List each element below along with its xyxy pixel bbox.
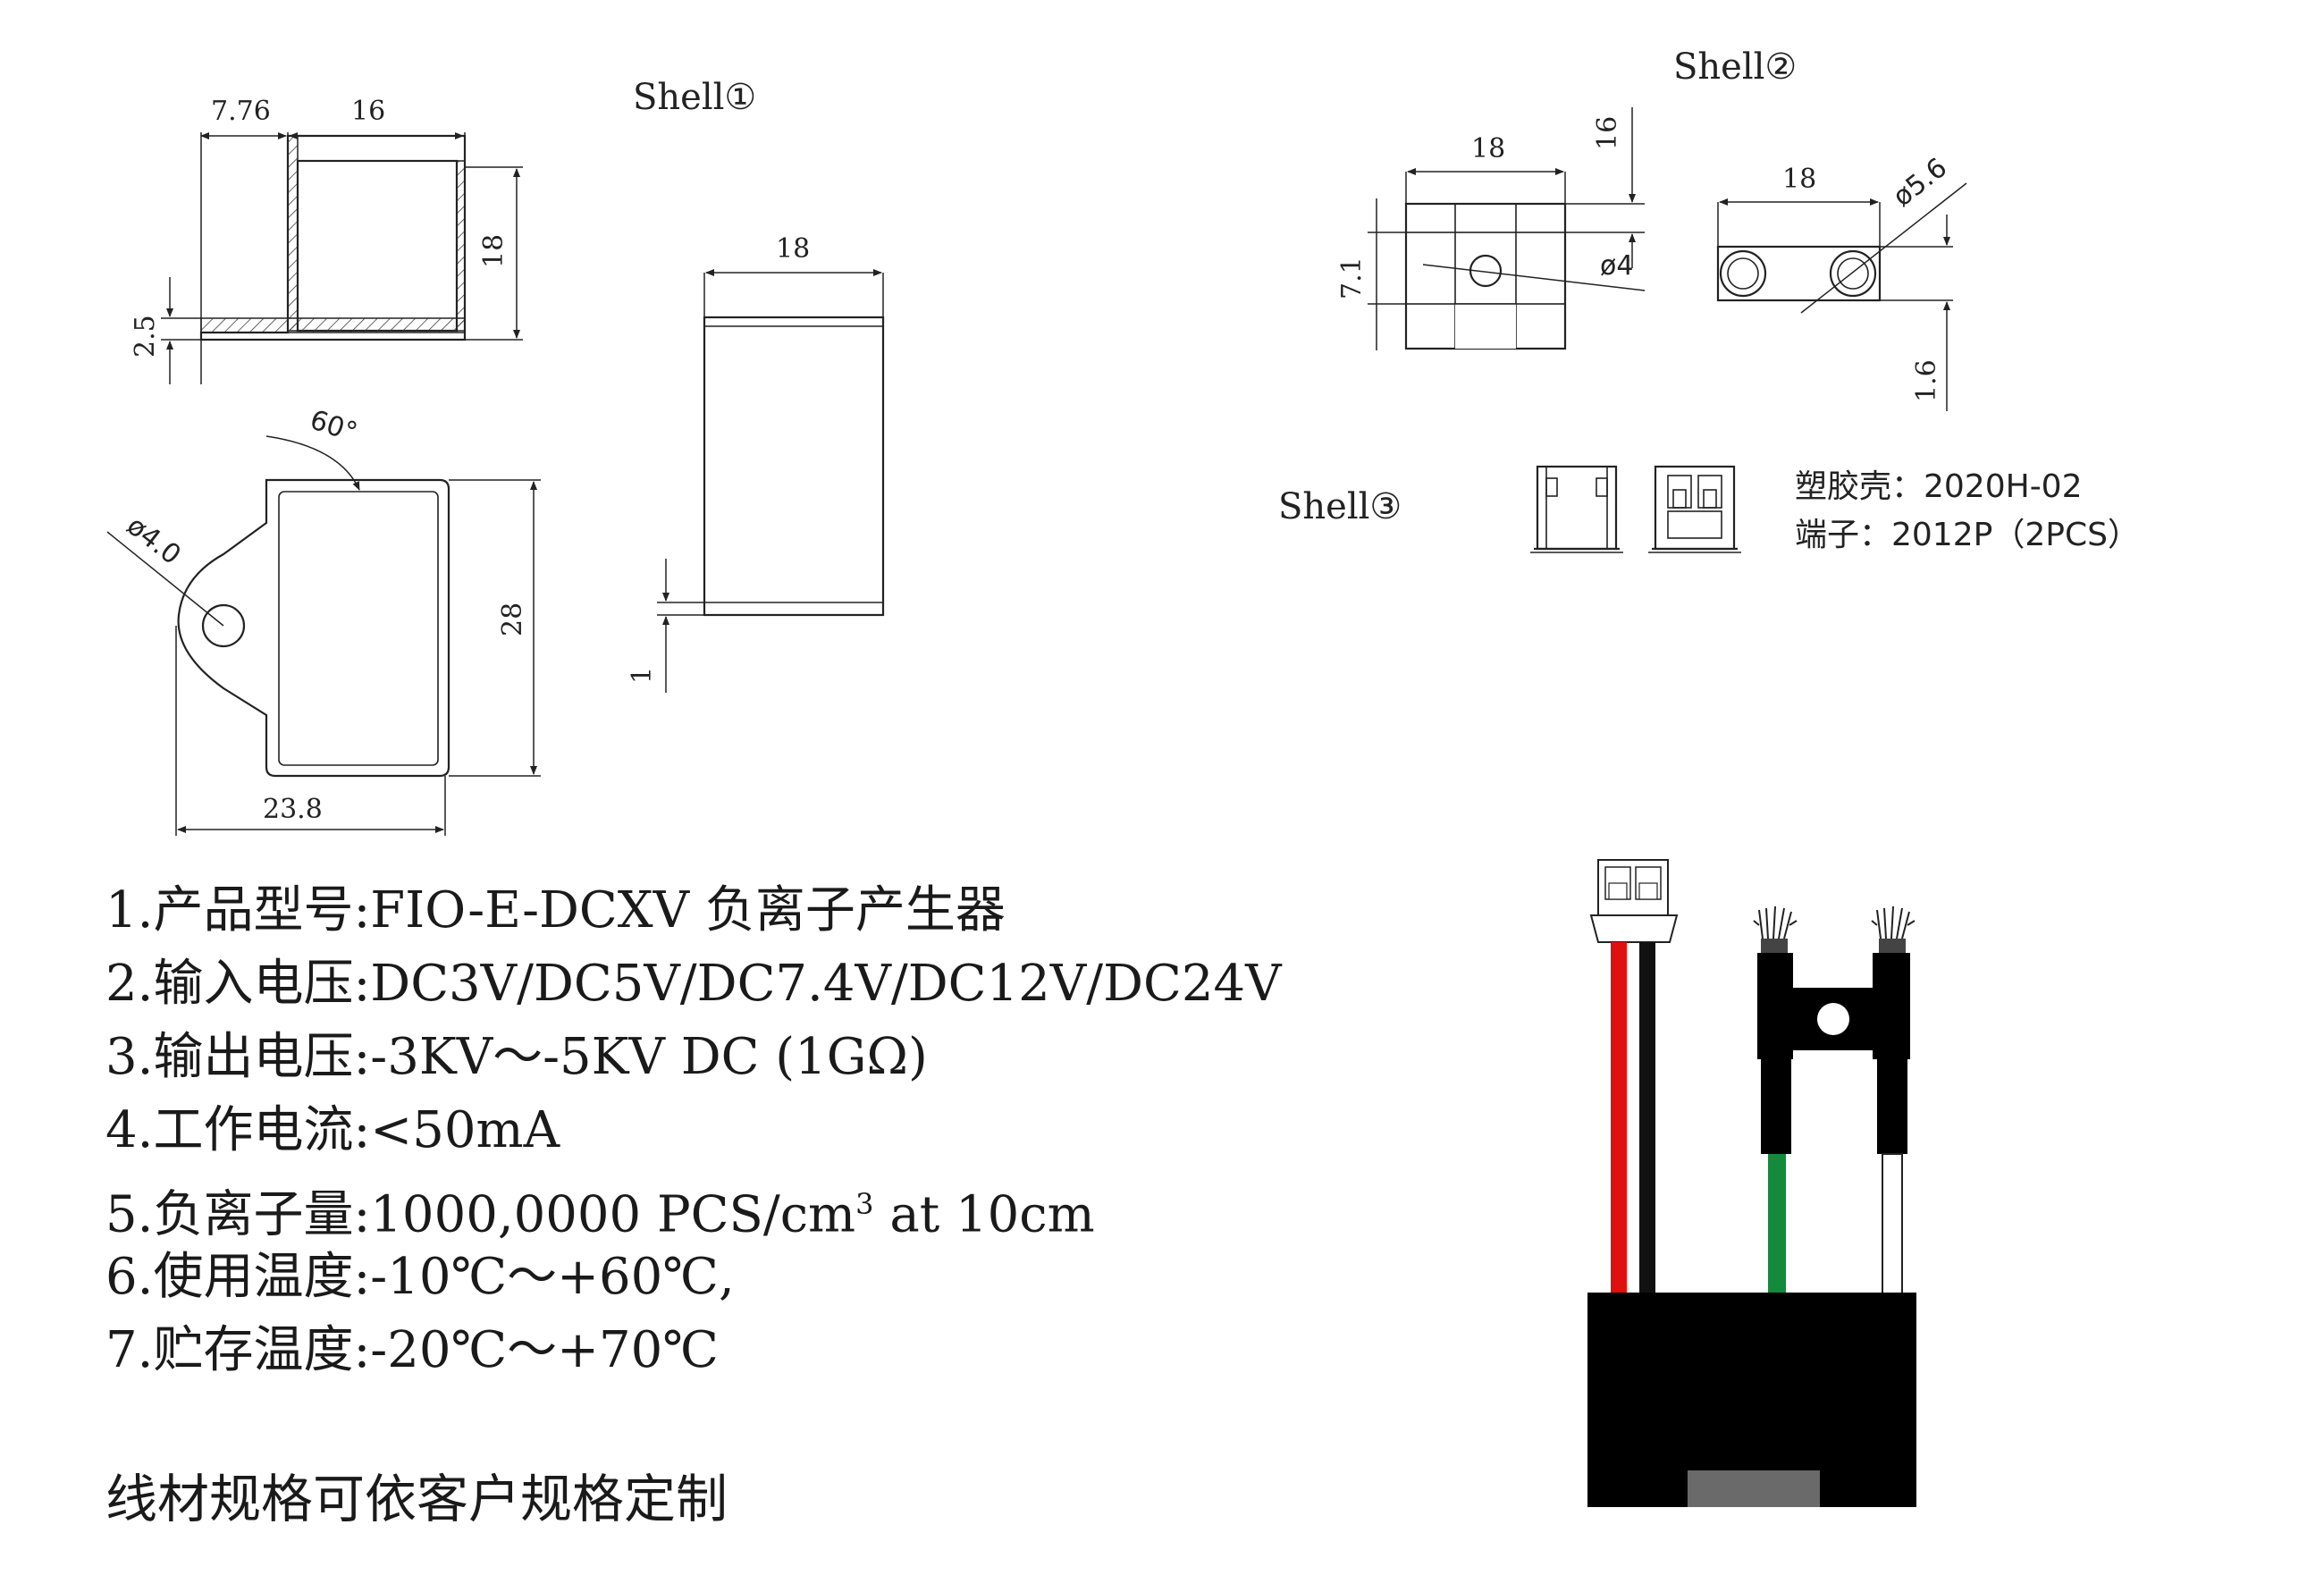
product-illustration — [1587, 859, 1916, 1507]
spec-item: 7.贮存温度:-20℃～+70℃ — [105, 1321, 719, 1379]
shell1-section-view: Shell① 7.76 16 18 2.5 — [130, 77, 756, 384]
shell2-front-hole — [1469, 254, 1503, 288]
shell2-side-hole — [1829, 249, 1877, 298]
shell1-side-view: 18 1 — [627, 233, 885, 693]
spec-item: 4.工作电流:<50mA — [105, 1101, 560, 1159]
red-wire — [1611, 942, 1627, 1296]
brush-left — [1753, 906, 1798, 953]
spec-list: 1.产品型号:FIO-E-DCXV 负离子产生器 2.输入电压:DC3V/DC5… — [105, 874, 1446, 1387]
shell1-label: Shell① — [633, 77, 756, 118]
shell1-dim-hole: ø4.0 — [121, 510, 187, 571]
shell2-dim-width-a: 18 — [1471, 133, 1505, 164]
spec-item: 6.使用温度:-10℃～+60℃, — [105, 1248, 735, 1306]
shell1-dim-side-width: 18 — [776, 233, 810, 265]
shell1-dim-width-left: 7.76 — [211, 96, 271, 127]
shell3-views: Shell③ 塑胶壳：2020H-02 端子：2012P（2PCS） — [1278, 465, 2140, 553]
black-wire — [1639, 942, 1655, 1296]
shell1-dim-length: 28 — [497, 602, 528, 636]
shell1-cavity — [296, 159, 459, 333]
shell3-terminal-spec: 端子：2012P（2PCS） — [1795, 517, 2140, 553]
spec-item: 2.输入电压:DC3V/DC5V/DC7.4V/DC12V/DC24V — [105, 955, 1282, 1013]
spec-item: 1.产品型号:FIO-E-DCXV 负离子产生器 — [105, 881, 1006, 939]
shell2-dim-hole-b: ø5.6 — [1887, 152, 1953, 213]
brush-right — [1871, 906, 1916, 953]
shell2-dim-side: 7.1 — [1336, 257, 1368, 299]
spec-item: 3.输出电压:-3KV～-5KV DC (1GΩ) — [105, 1028, 928, 1086]
shell2-label: Shell② — [1673, 46, 1797, 88]
shell1-dim-angle: 60° — [307, 404, 361, 449]
shell1-dim-width-mid: 16 — [351, 96, 385, 127]
shell2-dim-offset: 1.6 — [1911, 359, 1942, 402]
shell1-mount-hole — [201, 603, 246, 648]
shell1-dim-total-width: 23.8 — [263, 794, 323, 825]
electrode-holder-hole — [1817, 1003, 1849, 1035]
shell1-inner-outline — [278, 491, 439, 766]
customization-note: 线材规格可依客户规格定制 — [105, 1469, 728, 1529]
spec-item: 5.负离子量:1000,0000 PCS/cm3 at 10cm — [105, 1185, 1095, 1244]
shell1-dim-side-thickness: 1 — [627, 667, 658, 684]
shell2-dim-height-a: 16 — [1592, 116, 1623, 150]
connector-front-view — [1654, 465, 1736, 551]
shell3-label: Shell③ — [1278, 486, 1402, 527]
shell3-housing-spec: 塑胶壳：2020H-02 — [1795, 468, 2083, 505]
shell2-dim-width-b: 18 — [1782, 164, 1816, 195]
shell1-dim-base: 2.5 — [130, 315, 161, 358]
green-wire — [1768, 1154, 1786, 1297]
shell1-dim-height: 18 — [478, 234, 509, 268]
body-label-patch — [1688, 1470, 1820, 1507]
shell1-top-view: ø4.0 60° 28 23.8 — [106, 404, 541, 836]
shell2-dim-hole-a: ø4 — [1600, 250, 1633, 282]
shell2-views: Shell② 18 16 7.1 ø4 18 — [1336, 46, 1967, 411]
white-wire — [1882, 1153, 1903, 1298]
